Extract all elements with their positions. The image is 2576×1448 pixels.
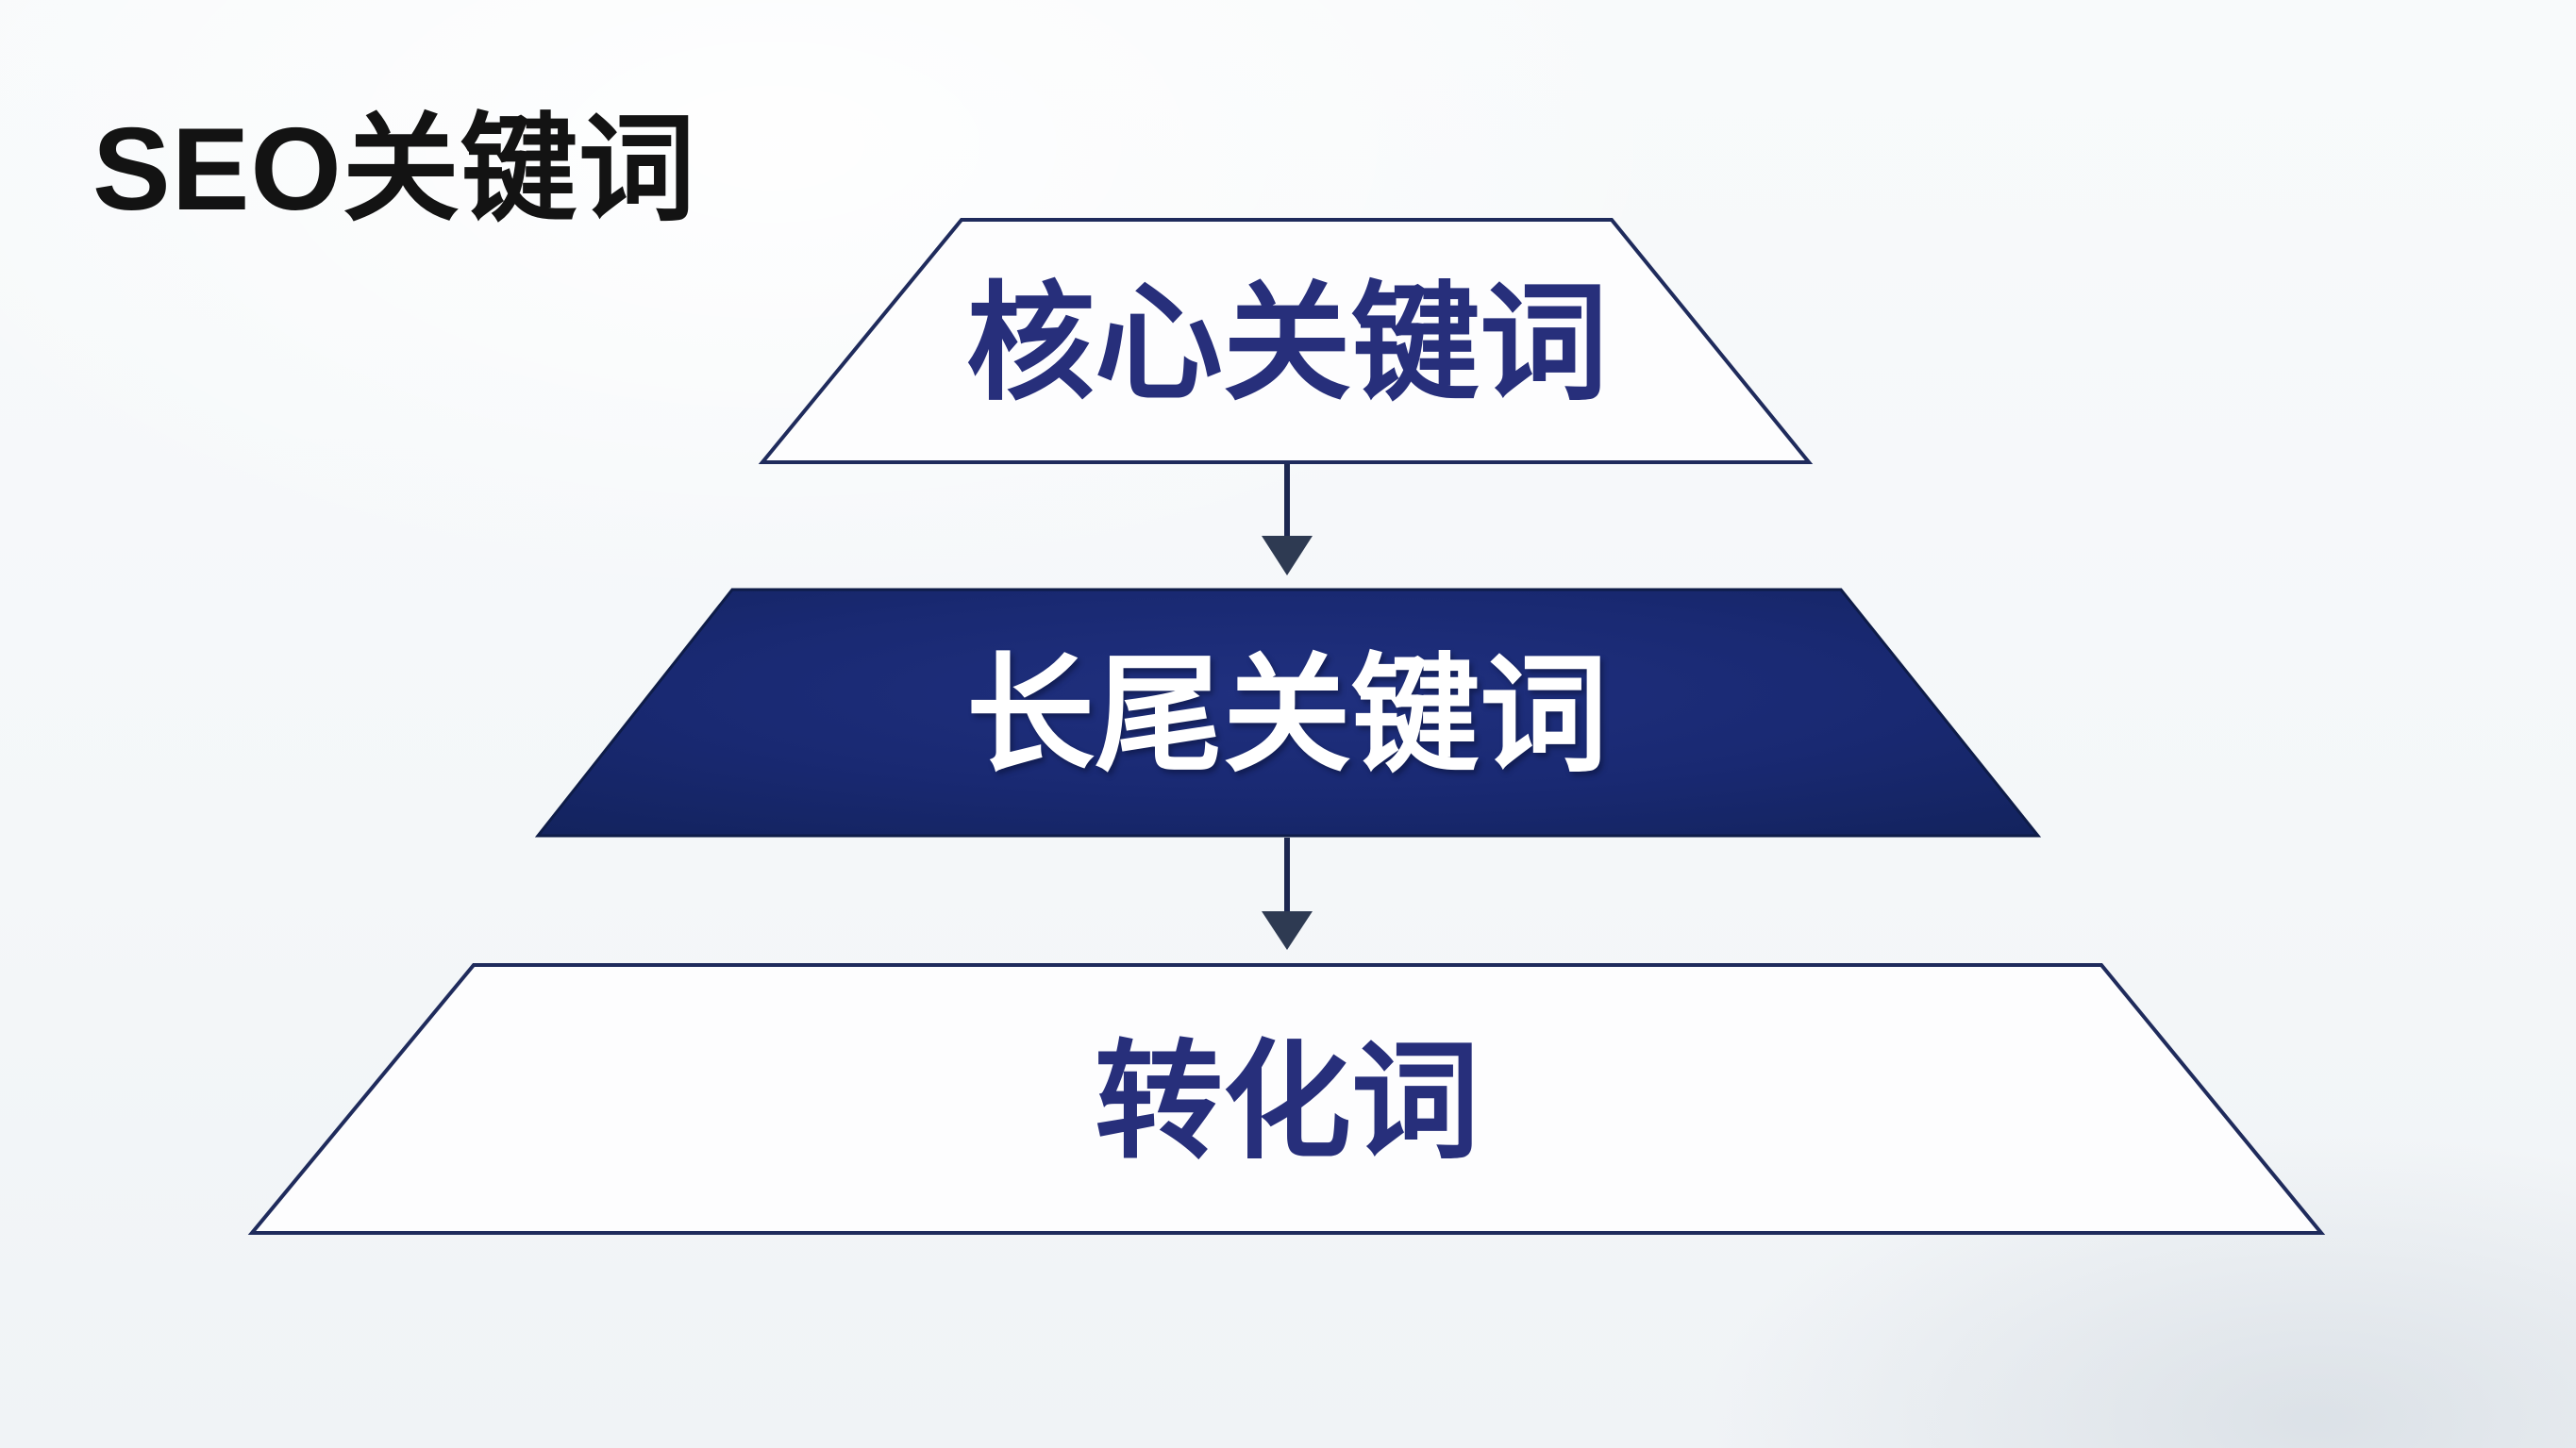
arrow-head: [1262, 536, 1313, 575]
page-title: SEO关键词: [92, 105, 696, 235]
pyramid-level-longtail-label: 长尾关键词: [966, 643, 1608, 787]
down-arrow-icon-2: [1262, 838, 1313, 950]
arrow-head: [1262, 911, 1313, 950]
pyramid-level-core-label: 核心关键词: [966, 272, 1608, 415]
down-arrow-icon-1: [1262, 464, 1313, 575]
pyramid-level-core-shape: [758, 218, 1814, 464]
pyramid-level-conversion-label: 转化词: [1095, 1030, 1480, 1173]
pyramid-level-conversion-shape: [247, 963, 2326, 1235]
pyramid-level-longtail-shape: [534, 588, 2042, 838]
